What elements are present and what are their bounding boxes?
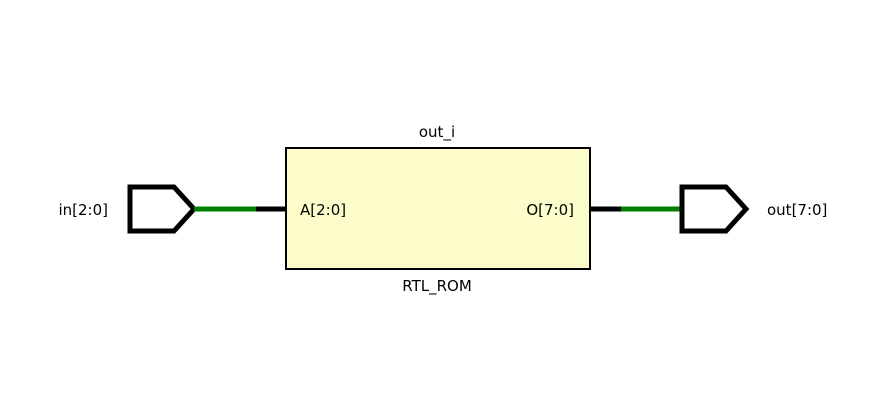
cell-body[interactable] <box>285 147 591 270</box>
output-port-label: out[7:0] <box>767 201 827 219</box>
output-port[interactable]: out[7:0] <box>679 184 827 234</box>
cell-output-pin-label: O[7:0] <box>526 201 574 219</box>
cell-type-name: RTL_ROM <box>402 277 472 296</box>
output-port-icon <box>679 184 750 234</box>
input-port[interactable]: in[2:0] <box>58 184 198 234</box>
rom-cell[interactable]: out_i A[2:0] O[7:0] RTL_ROM <box>256 123 621 296</box>
input-port-icon <box>127 184 198 234</box>
cell-input-pin-label: A[2:0] <box>300 201 346 219</box>
input-port-label: in[2:0] <box>58 201 108 219</box>
cell-instance-name: out_i <box>419 123 455 142</box>
